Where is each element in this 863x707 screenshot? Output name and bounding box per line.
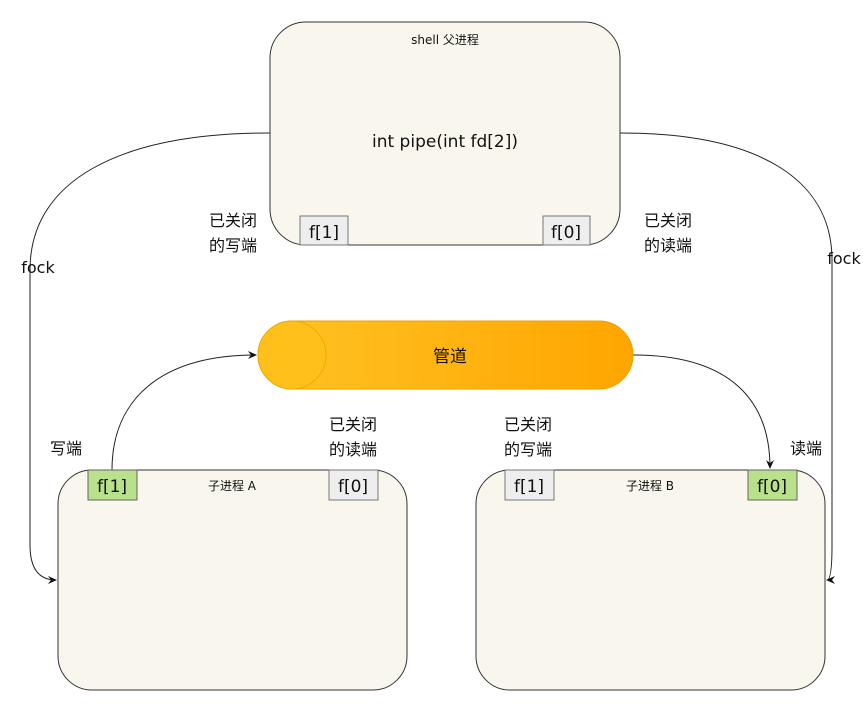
pipe-to-read-arrow (632, 354, 774, 469)
b-read-label: 读端 (790, 439, 822, 458)
b-closed-write-2: 的写端 (504, 440, 552, 459)
a-closed-read-2: 的读端 (329, 440, 377, 459)
pipe-cylinder: 管道 (257, 320, 634, 390)
fork-right-arrow (619, 132, 836, 584)
pipe-label: 管道 (433, 347, 467, 367)
a-write-label: 写端 (50, 439, 82, 458)
child-b-title: 子进程 B (626, 478, 674, 493)
child-b-fd-write: f[1] (514, 477, 544, 497)
parent-closed-read-1: 已关闭 (644, 211, 692, 230)
parent-title: shell 父进程 (411, 32, 479, 47)
parent-closed-write-1: 已关闭 (209, 211, 257, 230)
parent-closed-write-2: 的写端 (209, 236, 257, 255)
child-a-fd-read: f[0] (338, 477, 368, 497)
child-a-box: 子进程 A f[1] f[0] (57, 469, 408, 691)
fork-right-label: fock (827, 249, 861, 268)
parent-closed-read-2: 的读端 (644, 236, 692, 255)
a-closed-read-1: 已关闭 (329, 415, 377, 434)
parent-process-box: shell 父进程 int pipe(int fd[2]) f[1] f[0] (269, 21, 621, 246)
parent-code: int pipe(int fd[2]) (372, 132, 518, 152)
b-closed-write-1: 已关闭 (504, 415, 552, 434)
child-a-fd-write: f[1] (97, 477, 127, 497)
child-b-fd-read: f[0] (757, 477, 787, 497)
parent-fd-write: f[1] (309, 223, 339, 243)
fork-left-label: fock (21, 258, 55, 277)
child-a-title: 子进程 A (208, 478, 257, 493)
fork-left-arrow (29, 132, 271, 584)
child-b-box: 子进程 B f[1] f[0] (475, 469, 826, 691)
write-to-pipe-arrow (111, 351, 257, 471)
parent-fd-read: f[0] (551, 223, 581, 243)
